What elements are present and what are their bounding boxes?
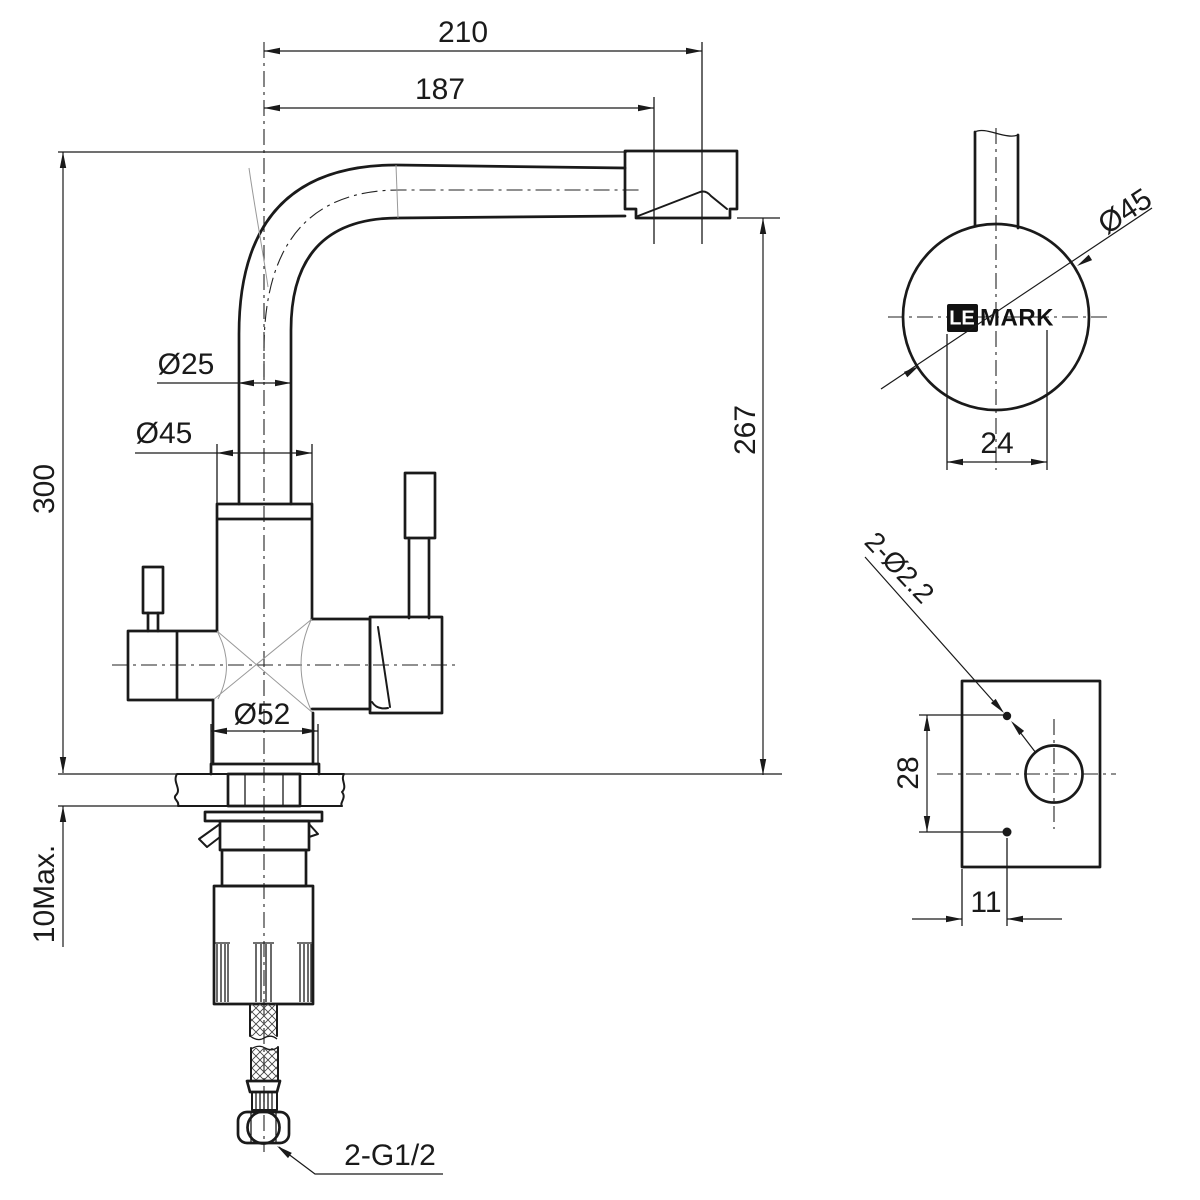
- hose-break-line-upper: [249, 1035, 278, 1041]
- dim-10max: 10Max.: [28, 845, 61, 943]
- spout-centerline: [263, 189, 640, 380]
- top-view: LE MARK Ø45 24: [880, 128, 1158, 470]
- dim-24: 24: [980, 427, 1013, 460]
- crimp-ribs: [255, 1093, 273, 1109]
- right-valve-body: [368, 615, 444, 715]
- dimensions-front: 210 187 300 267 Ø25 Ø45 Ø52 10Max.: [28, 16, 767, 1175]
- counter-section-right: [299, 773, 346, 807]
- spout-outer-curve: [237, 163, 627, 506]
- logo-mark-text: MARK: [980, 304, 1054, 331]
- dim-187: 187: [415, 73, 465, 106]
- ext-24: [946, 330, 1048, 470]
- aerator-profile-line: [637, 190, 728, 217]
- pin-hole-top: [1002, 711, 1012, 721]
- mounting-plate: [960, 679, 1102, 869]
- mounting-nut: [226, 772, 302, 808]
- ext-spout-end: [653, 42, 703, 244]
- logo-le-text: LE: [949, 307, 975, 329]
- dim-210: 210: [438, 16, 488, 49]
- faucet-body: [126, 471, 444, 776]
- knurl-lines: [216, 944, 312, 1002]
- spout-surface-line: [248, 167, 269, 288]
- center-lines: [112, 42, 640, 1152]
- dim-2d22: 2-Ø2.2: [859, 526, 940, 609]
- left-valve-knob: [141, 565, 165, 615]
- dim-300: 300: [28, 464, 61, 514]
- right-valve-lever-edge: [371, 626, 391, 710]
- leader-d45-top: [880, 207, 1153, 390]
- hose-nut-seams: [250, 1112, 277, 1143]
- spout-pipe-edges: [973, 130, 1020, 230]
- ext-body-d45: [216, 444, 313, 504]
- hose-nut-ball: [246, 1110, 281, 1145]
- dim-d25: Ø25: [158, 348, 215, 381]
- bracket-left-tab: [198, 823, 221, 848]
- countertop: [58, 773, 782, 807]
- ext-11: [961, 838, 1008, 926]
- dim-d45: Ø45: [136, 417, 193, 450]
- right-lever-stem: [407, 536, 431, 620]
- leader-g12: [278, 1146, 443, 1175]
- hose-upper-edges: [249, 1003, 278, 1037]
- leader-2d22: [864, 556, 1037, 754]
- pin-hole-bottom: [1002, 827, 1012, 837]
- front-view: 210 187 300 267 Ø25 Ø45 Ø52 10Max.: [28, 16, 782, 1175]
- dim-d45-top: Ø45: [1092, 182, 1158, 241]
- aerator-block: [623, 149, 739, 220]
- dim-d52: Ø52: [234, 698, 291, 731]
- spout-inner-curve: [289, 214, 627, 506]
- dim-28: 28: [892, 756, 925, 789]
- body-intersection-lines: [212, 618, 314, 714]
- hole-plan-view: 2-Ø2.2 28 11: [859, 526, 1116, 926]
- nut-facet-lines: [244, 774, 284, 806]
- right-valve-neck: [310, 617, 372, 711]
- counter-section-left: [173, 773, 229, 807]
- left-valve-body: [126, 629, 219, 702]
- right-lever-knob: [403, 471, 437, 540]
- dim-267: 267: [729, 405, 762, 455]
- spout-end-circle: [901, 222, 1091, 412]
- pipe-break-line: [974, 129, 1019, 137]
- spout: [237, 149, 739, 506]
- hose-braid-upper: [250, 1004, 277, 1036]
- left-valve-stem: [146, 611, 160, 633]
- dim-11: 11: [970, 886, 1001, 919]
- mounting-hardware: [198, 772, 324, 1145]
- extension-lines: [58, 42, 780, 764]
- hose-braid-lower: [251, 1048, 278, 1081]
- bracket-right-tab: [308, 823, 319, 838]
- body-upper-band: [215, 502, 314, 633]
- hose-lower-edges: [250, 1046, 279, 1082]
- lemark-logo-box: [947, 304, 978, 332]
- spout-tangent-line: [395, 164, 399, 219]
- ext-28: [919, 714, 1003, 833]
- base-column: [211, 698, 315, 766]
- hose-crimp: [251, 1091, 278, 1111]
- main-hole: [1024, 744, 1084, 804]
- hose-break-line-lower: [250, 1045, 279, 1051]
- base-flange: [209, 762, 321, 776]
- dim-g12: 2-G1/2: [344, 1139, 436, 1172]
